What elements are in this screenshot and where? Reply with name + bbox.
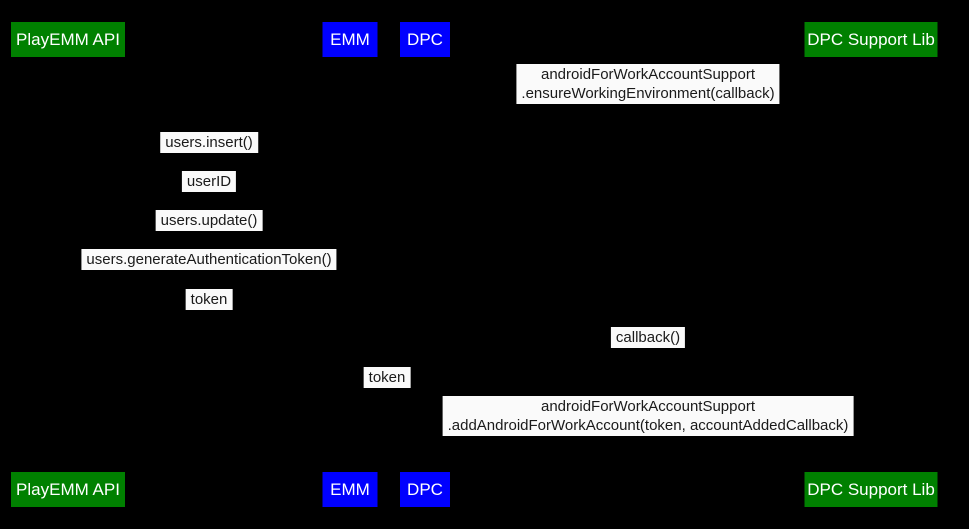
message-line: userID bbox=[186, 173, 232, 190]
actor-dpc-bottom: DPC bbox=[400, 472, 450, 507]
message-users-insert: users.insert() bbox=[160, 132, 258, 153]
message-token-to-emm: token bbox=[185, 289, 233, 310]
message-token-to-dpc: token bbox=[363, 367, 411, 388]
actor-dpc-top: DPC bbox=[400, 22, 450, 57]
message-line: users.update() bbox=[160, 212, 258, 229]
actor-dpc-support-lib-bottom: DPC Support Lib bbox=[804, 472, 938, 507]
message-line: token bbox=[368, 369, 406, 386]
message-userid: userID bbox=[181, 171, 237, 192]
message-line: callback() bbox=[615, 329, 681, 346]
message-ensure-working-environment: androidForWorkAccountSupport .ensureWork… bbox=[516, 64, 780, 104]
message-line: users.insert() bbox=[165, 134, 253, 151]
actor-playemm-api-bottom: PlayEMM API bbox=[11, 472, 125, 507]
message-users-update: users.update() bbox=[155, 210, 263, 231]
message-generate-authentication-token: users.generateAuthenticationToken() bbox=[81, 249, 337, 270]
actor-playemm-api-top: PlayEMM API bbox=[11, 22, 125, 57]
message-line: androidForWorkAccountSupport bbox=[540, 66, 755, 83]
message-line: users.generateAuthenticationToken() bbox=[86, 251, 332, 268]
message-line: token bbox=[190, 291, 228, 308]
actor-emm-bottom: EMM bbox=[322, 472, 378, 507]
message-line: androidForWorkAccountSupport bbox=[541, 398, 755, 415]
message-callback: callback() bbox=[610, 327, 686, 348]
actor-dpc-support-lib-top: DPC Support Lib bbox=[804, 22, 938, 57]
message-line: .addAndroidForWorkAccount(token, account… bbox=[447, 417, 849, 434]
actor-emm-top: EMM bbox=[322, 22, 378, 57]
message-add-android-for-work-account: androidForWorkAccountSupport .addAndroid… bbox=[442, 396, 854, 436]
message-line: .ensureWorkingEnvironment(callback) bbox=[521, 85, 775, 102]
